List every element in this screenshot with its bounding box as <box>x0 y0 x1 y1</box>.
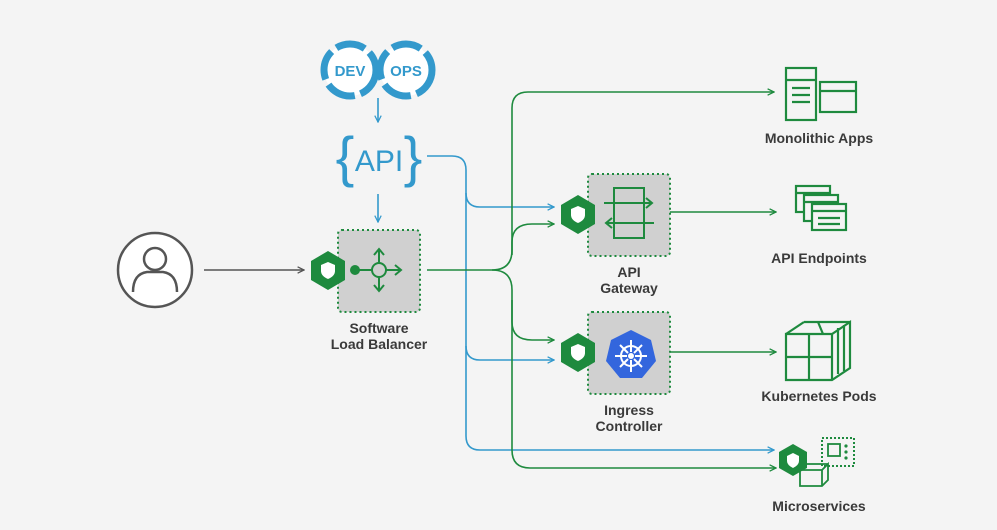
load-balancer-label-line1: Software <box>349 320 409 336</box>
gateway-exchange-icon <box>604 187 654 239</box>
api-gateway-label-line2: Gateway <box>600 280 658 296</box>
api-blue-trunk <box>427 155 774 450</box>
dev-label: DEV <box>335 63 366 80</box>
user-icon <box>116 231 194 309</box>
gateway-shield-icon <box>561 195 595 234</box>
api-text: API <box>355 145 403 178</box>
lb-routing-icon <box>350 247 403 293</box>
monolithic-apps-label: Monolithic Apps <box>764 130 874 146</box>
monolithic-apps-icon <box>784 66 858 122</box>
microservices-shield-icon <box>779 444 807 476</box>
ingress-shield-icon <box>561 333 595 372</box>
ingress-controller-label-line2: Controller <box>595 418 663 434</box>
ops-label: OPS <box>390 63 422 80</box>
microservices-label: Microservices <box>772 498 866 514</box>
lb-shield-icon <box>311 251 345 290</box>
api-to-ingress-blue-arrow <box>465 345 554 360</box>
ingress-controller-label: Ingress Controller <box>569 402 689 434</box>
api-gateway-label-line1: API <box>617 264 641 280</box>
lb-to-microservices-green <box>491 269 776 468</box>
kubernetes-pods-label: Kubernetes Pods <box>761 388 877 404</box>
kubernetes-pods-icon <box>784 319 852 382</box>
microservices-icon <box>779 437 855 487</box>
api-gateway-label: API Gateway <box>569 264 689 296</box>
api-icon: { API } <box>336 125 423 188</box>
kubernetes-icon <box>606 330 656 378</box>
lb-to-gateway-green-arrow <box>511 224 554 255</box>
api-left-brace: { <box>336 125 355 188</box>
ingress-controller-label-line1: Ingress <box>604 402 654 418</box>
api-to-gateway-blue-arrow <box>465 192 554 207</box>
api-gateway-node <box>561 173 671 257</box>
devops-infinity-icon: DEV OPS <box>320 40 436 100</box>
load-balancer-node <box>311 229 421 313</box>
api-endpoints-label: API Endpoints <box>771 250 867 266</box>
load-balancer-label: Software Load Balancer <box>309 320 449 352</box>
load-balancer-label-line2: Load Balancer <box>330 336 428 352</box>
api-right-brace: } <box>404 125 423 188</box>
lb-to-ingress-green-arrow <box>511 300 554 340</box>
ingress-controller-node <box>561 311 671 395</box>
lb-green-trunk <box>427 92 774 271</box>
api-endpoints-icon <box>794 184 848 232</box>
